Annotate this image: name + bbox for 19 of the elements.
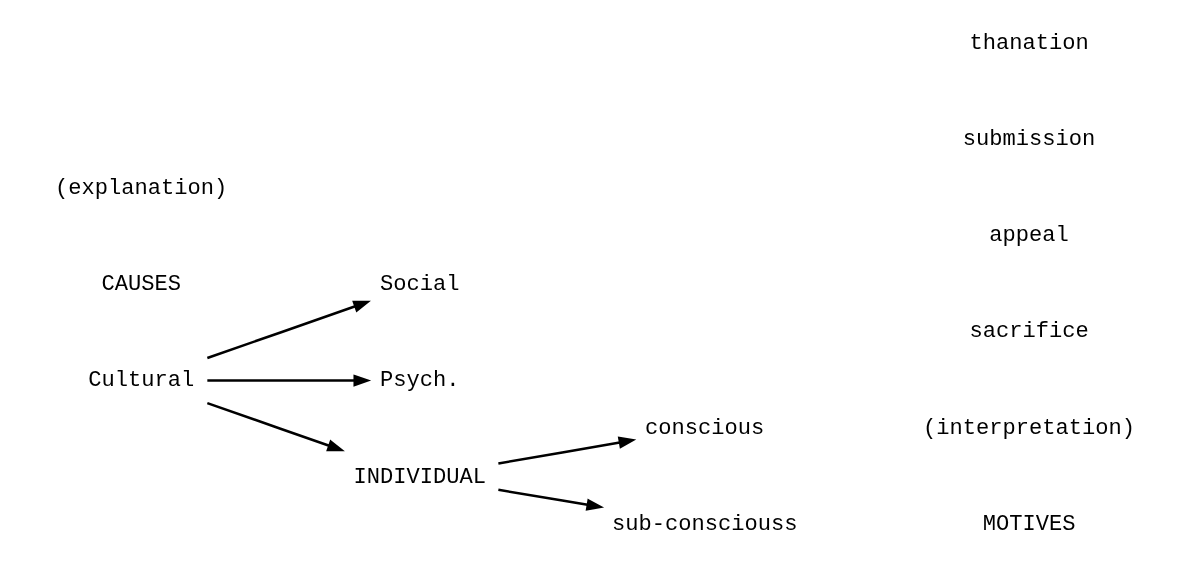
node-text: INDIVIDUAL — [353, 464, 486, 490]
label: sacrifice — [968, 319, 1089, 345]
label: MOTIVES — [982, 512, 1075, 538]
arrow — [206, 401, 345, 452]
node-text: Psych. — [379, 368, 460, 394]
label: CAUSES — [100, 272, 181, 298]
arrow — [206, 374, 371, 387]
label: (explanation) — [54, 175, 227, 201]
label: appeal — [988, 223, 1069, 249]
label: thanation — [968, 30, 1089, 56]
arrow — [206, 300, 371, 360]
node-text: Cultural — [87, 368, 194, 394]
arrow — [497, 436, 636, 465]
node-text: conscious — [644, 415, 764, 441]
node-text: sub-consciouss — [611, 512, 797, 538]
label: (interpretation) — [922, 415, 1135, 441]
label: submission — [962, 126, 1095, 152]
node-text: Social — [379, 272, 460, 298]
arrow — [497, 488, 604, 511]
